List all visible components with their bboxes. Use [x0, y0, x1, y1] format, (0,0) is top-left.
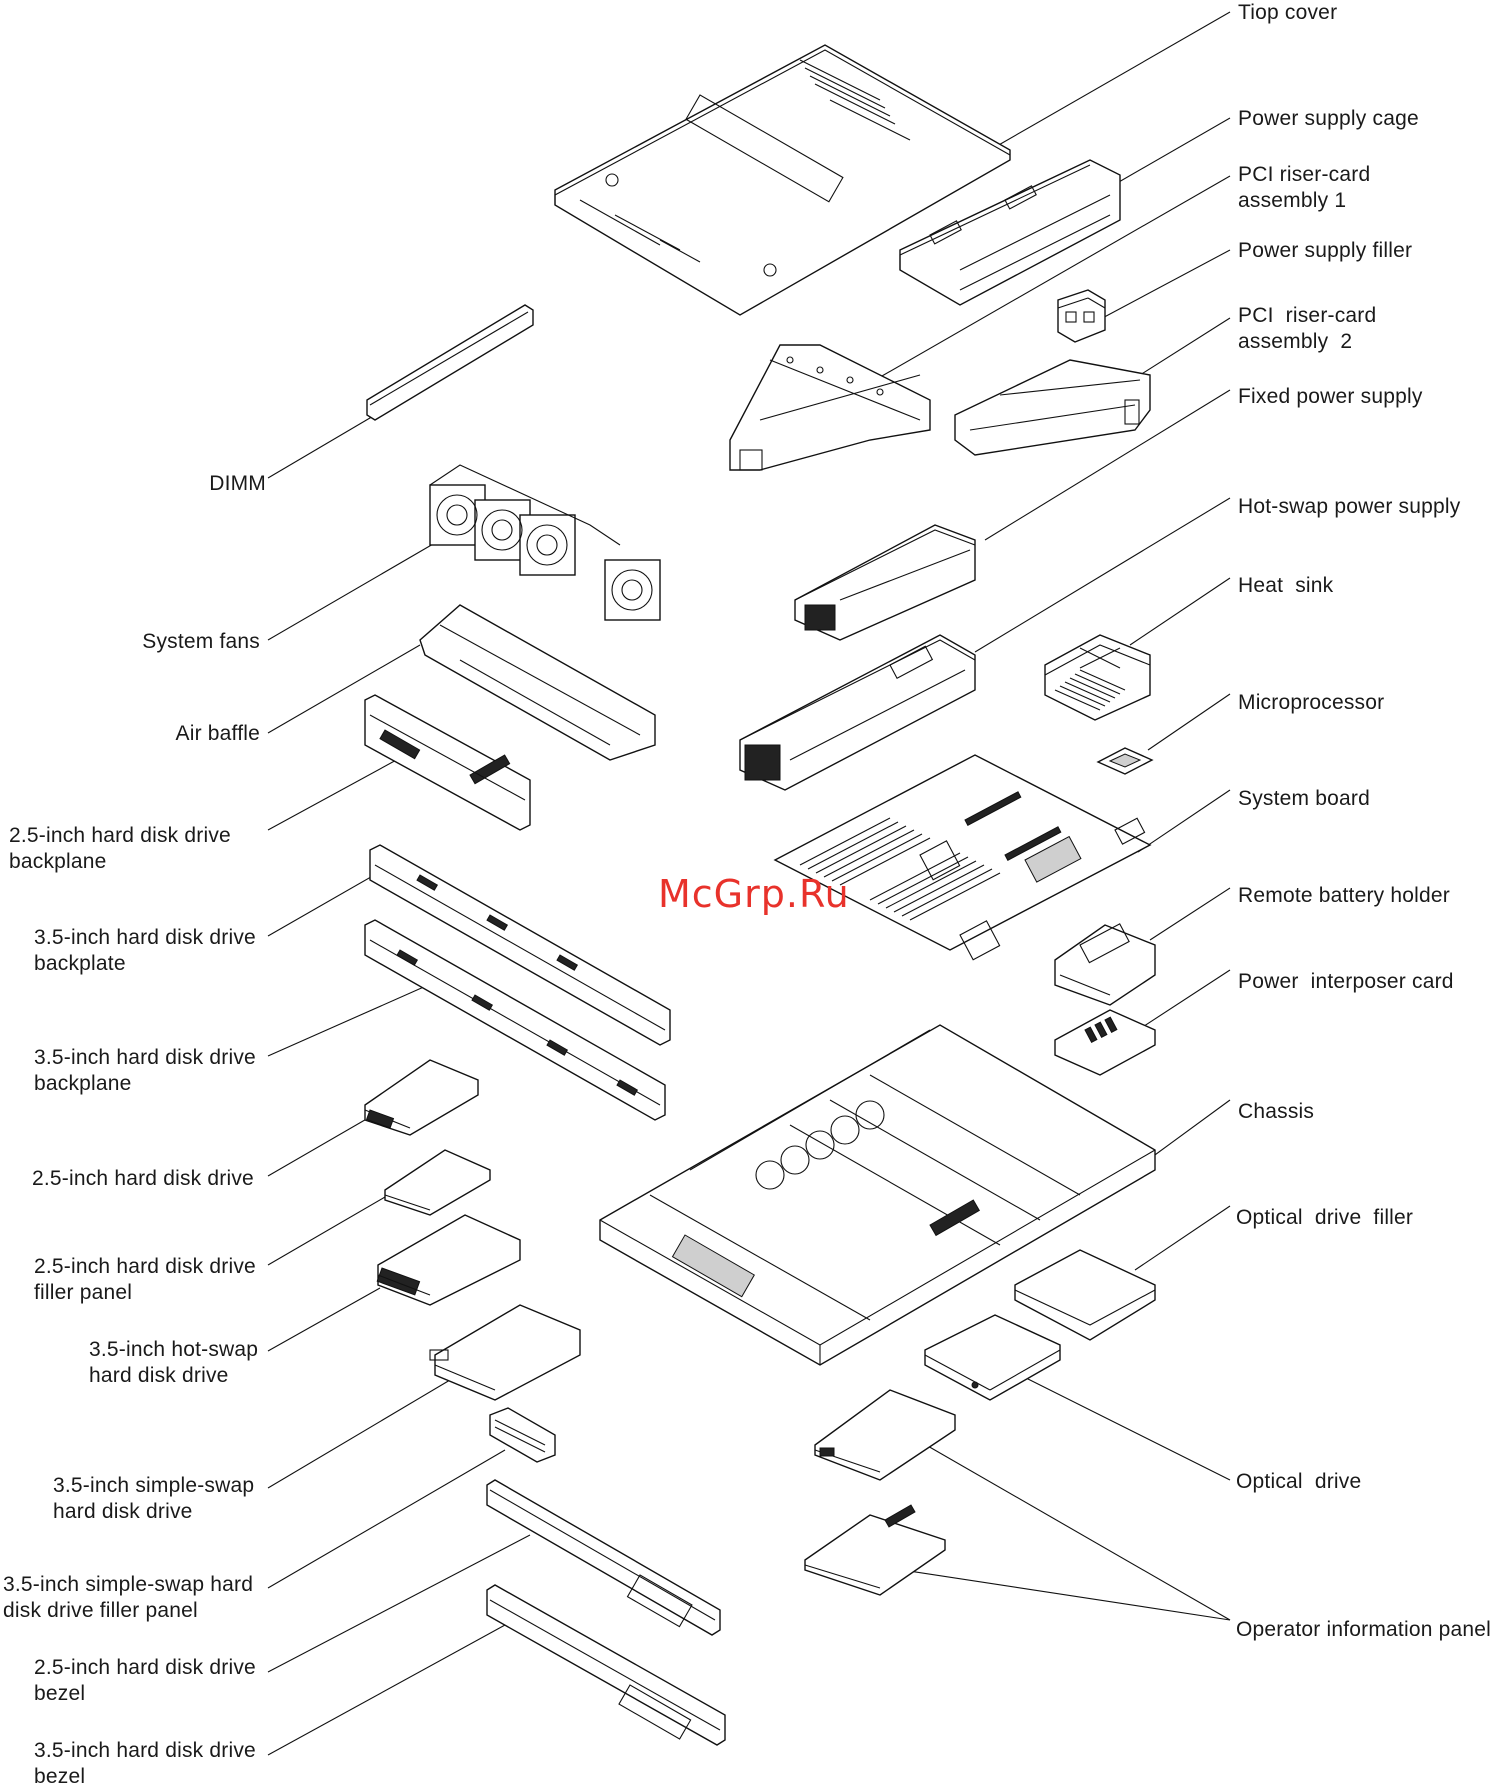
leader-lines-right [869, 11, 1231, 1621]
label-air-baffle: Air baffle [175, 722, 260, 745]
label-dimm: DIMM [209, 472, 266, 495]
hdd-35-simpleswap-filler-part [489, 1407, 556, 1463]
air-baffle-part [419, 604, 656, 761]
label-pci-riser-2: PCI riser-card assembly 2 [1238, 304, 1377, 353]
label-pci-riser-1: PCI riser-card assembly 1 [1238, 163, 1371, 212]
dimm-part [366, 304, 534, 421]
pci-riser-2-part [954, 359, 1151, 456]
operator-info-panel-part [804, 1389, 956, 1596]
label-hdd-35-hotswap: 3.5-inch hot-swap hard disk drive [89, 1338, 259, 1387]
label-remote-battery-holder: Remote battery holder [1238, 884, 1450, 907]
label-hdd-25: 2.5-inch hard disk drive [32, 1167, 254, 1190]
hdd-35-hotswap-part [376, 1214, 521, 1306]
label-optical-drive: Optical drive [1236, 1470, 1362, 1493]
watermark: McGrp.Ru [658, 872, 850, 916]
power-supply-cage-part [899, 159, 1121, 306]
label-hdd-35-simpleswap: 3.5-inch simple-swap hard disk drive [53, 1474, 255, 1523]
label-power-supply-cage: Power supply cage [1238, 107, 1419, 130]
label-optical-drive-filler: Optical drive filler [1236, 1206, 1414, 1229]
label-bezel-35: 3.5-inch hard disk drive bezel [34, 1739, 256, 1787]
power-supply-filler-part [1057, 289, 1106, 343]
pci-riser-1-part [729, 344, 931, 471]
hdd-25-filler-part [384, 1149, 491, 1216]
backplate-35-a-part [369, 844, 671, 1046]
bezel-25-part [486, 1479, 721, 1636]
system-fans-part [429, 464, 661, 621]
label-hot-swap-power-supply: Hot-swap power supply [1238, 495, 1461, 518]
label-hdd-35-simpleswap-filler: 3.5-inch simple-swap hard disk drive fil… [3, 1573, 254, 1622]
heat-sink-part [1044, 634, 1151, 721]
label-bezel-25: 2.5-inch hard disk drive bezel [34, 1656, 256, 1705]
microprocessor-part [1096, 747, 1154, 775]
label-system-fans: System fans [142, 630, 260, 653]
label-backplate-35-a: 3.5-inch hard disk drive backplate [34, 926, 256, 975]
label-backplane-35-b: 3.5-inch hard disk drive backplane [34, 1046, 256, 1095]
top-cover-part [554, 44, 1011, 316]
hdd-25-part [364, 1059, 479, 1136]
remote-battery-holder-part [1054, 923, 1156, 1006]
fixed-power-supply-part [794, 524, 976, 641]
label-fixed-power-supply: Fixed power supply [1238, 385, 1423, 408]
label-chassis: Chassis [1238, 1100, 1315, 1123]
label-system-board: System board [1238, 787, 1370, 810]
label-microprocessor: Microprocessor [1238, 691, 1385, 714]
label-top-cover: Tiop cover [1238, 1, 1338, 24]
system-board-part [773, 754, 1152, 961]
hdd-35-simpleswap-part [429, 1304, 581, 1401]
label-operator-information-panel: Operator information panel [1236, 1618, 1492, 1641]
optical-drive-part [924, 1314, 1061, 1401]
backplane-25-part [364, 694, 531, 831]
bezel-35-part [486, 1584, 726, 1746]
power-interposer-card-part [1054, 1009, 1156, 1076]
label-power-interposer-card: Power interposer card [1238, 970, 1454, 993]
label-heat-sink: Heat sink [1238, 574, 1334, 597]
label-backplane-25: 2.5-inch hard disk drive backplane [9, 824, 231, 873]
hot-swap-power-supply-part [739, 634, 976, 791]
chassis-part [599, 1024, 1156, 1366]
optical-drive-filler-part [1014, 1249, 1156, 1341]
label-hdd-25-filler: 2.5-inch hard disk drive filler panel [34, 1255, 256, 1304]
backplate-35-b-part [364, 919, 666, 1121]
label-power-supply-filler: Power supply filler [1238, 239, 1413, 262]
